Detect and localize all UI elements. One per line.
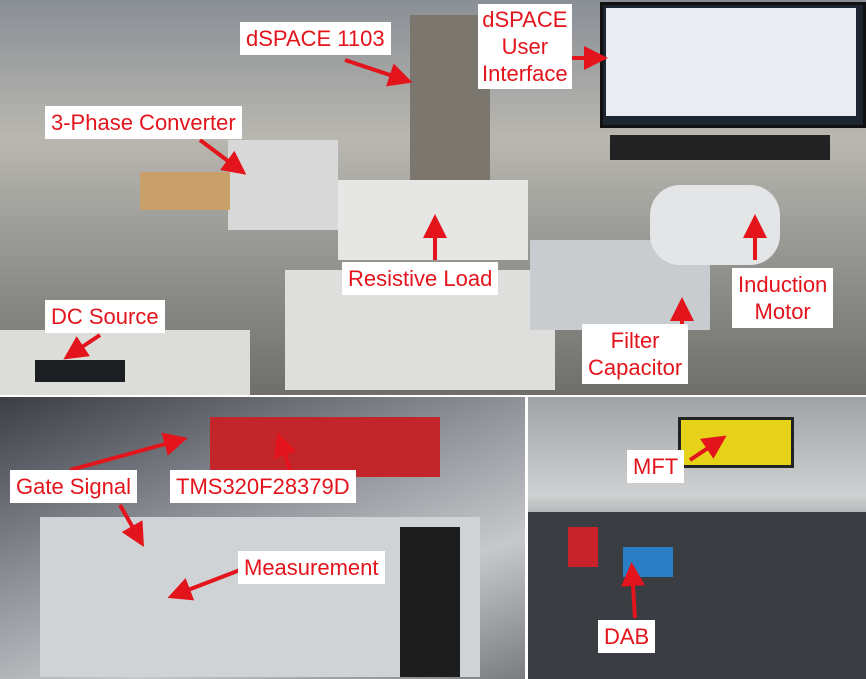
dspace-1103-box bbox=[410, 15, 490, 185]
label-filter-line1: Filter bbox=[610, 328, 660, 353]
induction-motor bbox=[650, 185, 780, 265]
dab-photo bbox=[528, 397, 866, 679]
label-mft: MFT bbox=[627, 450, 685, 483]
label-dspace-ui-line1: dSPACE bbox=[482, 7, 568, 32]
dc-source-display bbox=[35, 360, 125, 382]
label-dsp: TMS320F28379D bbox=[170, 470, 356, 503]
label-gate-signal: Gate Signal bbox=[10, 470, 137, 503]
label-motor-line2: Motor bbox=[754, 299, 811, 324]
label-converter: 3-Phase Converter bbox=[45, 106, 242, 139]
label-dspace-ui-line2: User bbox=[501, 34, 549, 59]
label-filter-line2: Capacitor bbox=[588, 355, 683, 380]
converter-unit bbox=[228, 140, 338, 230]
label-induction-motor: Induction Motor bbox=[732, 268, 834, 328]
label-motor-line1: Induction bbox=[738, 272, 828, 297]
label-measurement: Measurement bbox=[238, 551, 385, 584]
black-handle bbox=[400, 527, 460, 677]
keyboard bbox=[610, 135, 830, 160]
wood-block bbox=[140, 172, 230, 210]
monitor-screen bbox=[606, 8, 856, 116]
label-dab: DAB bbox=[598, 620, 656, 653]
label-filter-capacitor: Filter Capacitor bbox=[582, 324, 689, 384]
label-resistive-load: Resistive Load bbox=[342, 262, 499, 295]
blue-connector bbox=[623, 547, 673, 577]
mft-transformer bbox=[678, 417, 794, 468]
label-dspace-ui: dSPACE User Interface bbox=[478, 4, 572, 89]
label-dspace-1103: dSPACE 1103 bbox=[240, 22, 391, 55]
lab-setup-photo bbox=[0, 0, 866, 395]
dsp-board-photo bbox=[0, 397, 525, 679]
label-dspace-ui-line3: Interface bbox=[482, 61, 568, 86]
resistive-load-unit bbox=[338, 180, 528, 260]
dsp-board bbox=[210, 417, 440, 477]
red-connector bbox=[568, 527, 598, 567]
label-dc-source: DC Source bbox=[45, 300, 165, 333]
